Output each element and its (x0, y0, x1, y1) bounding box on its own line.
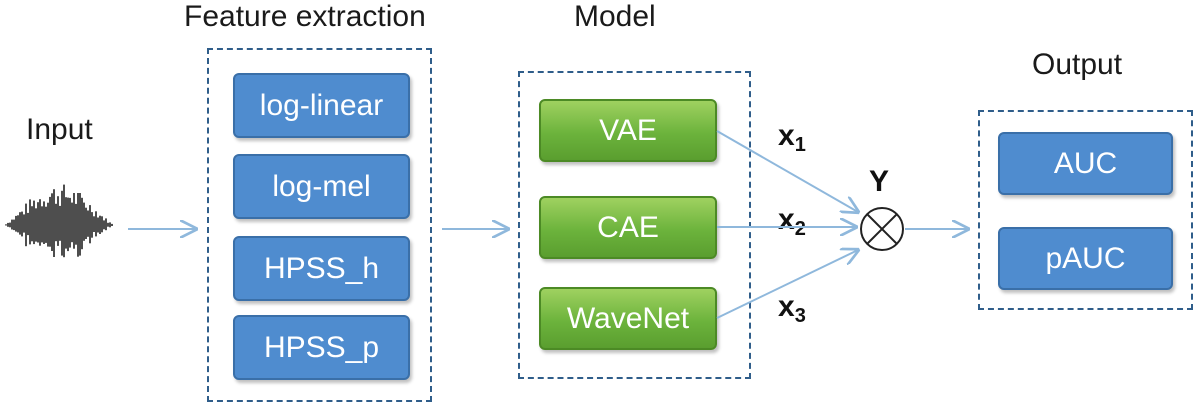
variable-x3-sub: 3 (794, 305, 806, 327)
model-box-wavenet: WaveNet (539, 287, 717, 350)
waveform-icon (5, 184, 113, 258)
output-title: Output (1032, 48, 1123, 81)
feature-box-hpss-p: HPSS_p (233, 315, 410, 380)
feature-extraction-title: Feature extraction (184, 0, 426, 33)
variable-x2-sub: 2 (794, 218, 806, 240)
variable-x1-sub: 1 (794, 134, 806, 156)
model-box-cae: CAE (539, 196, 717, 259)
variable-x3-base: x (778, 290, 795, 323)
model-box-vae: VAE (539, 99, 717, 162)
output-box-auc: AUC (998, 132, 1173, 195)
feature-box-log-mel: log-mel (233, 154, 410, 219)
input-label: Input (26, 113, 93, 146)
model-title: Model (574, 0, 656, 33)
variable-x1-base: x (778, 119, 795, 152)
output-box-pauc: pAUC (998, 227, 1173, 290)
feature-extraction-group (207, 48, 432, 402)
output-variable-y: Y (869, 165, 890, 198)
output-group (978, 110, 1193, 310)
variable-x1: x1 (778, 119, 806, 156)
variable-x3: x3 (778, 290, 806, 327)
arrow-wavenet-to-combiner (716, 250, 858, 319)
arrow-vae-to-combiner (716, 130, 858, 212)
feature-box-hpss-h: HPSS_h (233, 236, 410, 301)
circled-x-icon (860, 207, 904, 251)
model-group (518, 71, 751, 379)
feature-box-log-linear: log-linear (233, 73, 410, 138)
